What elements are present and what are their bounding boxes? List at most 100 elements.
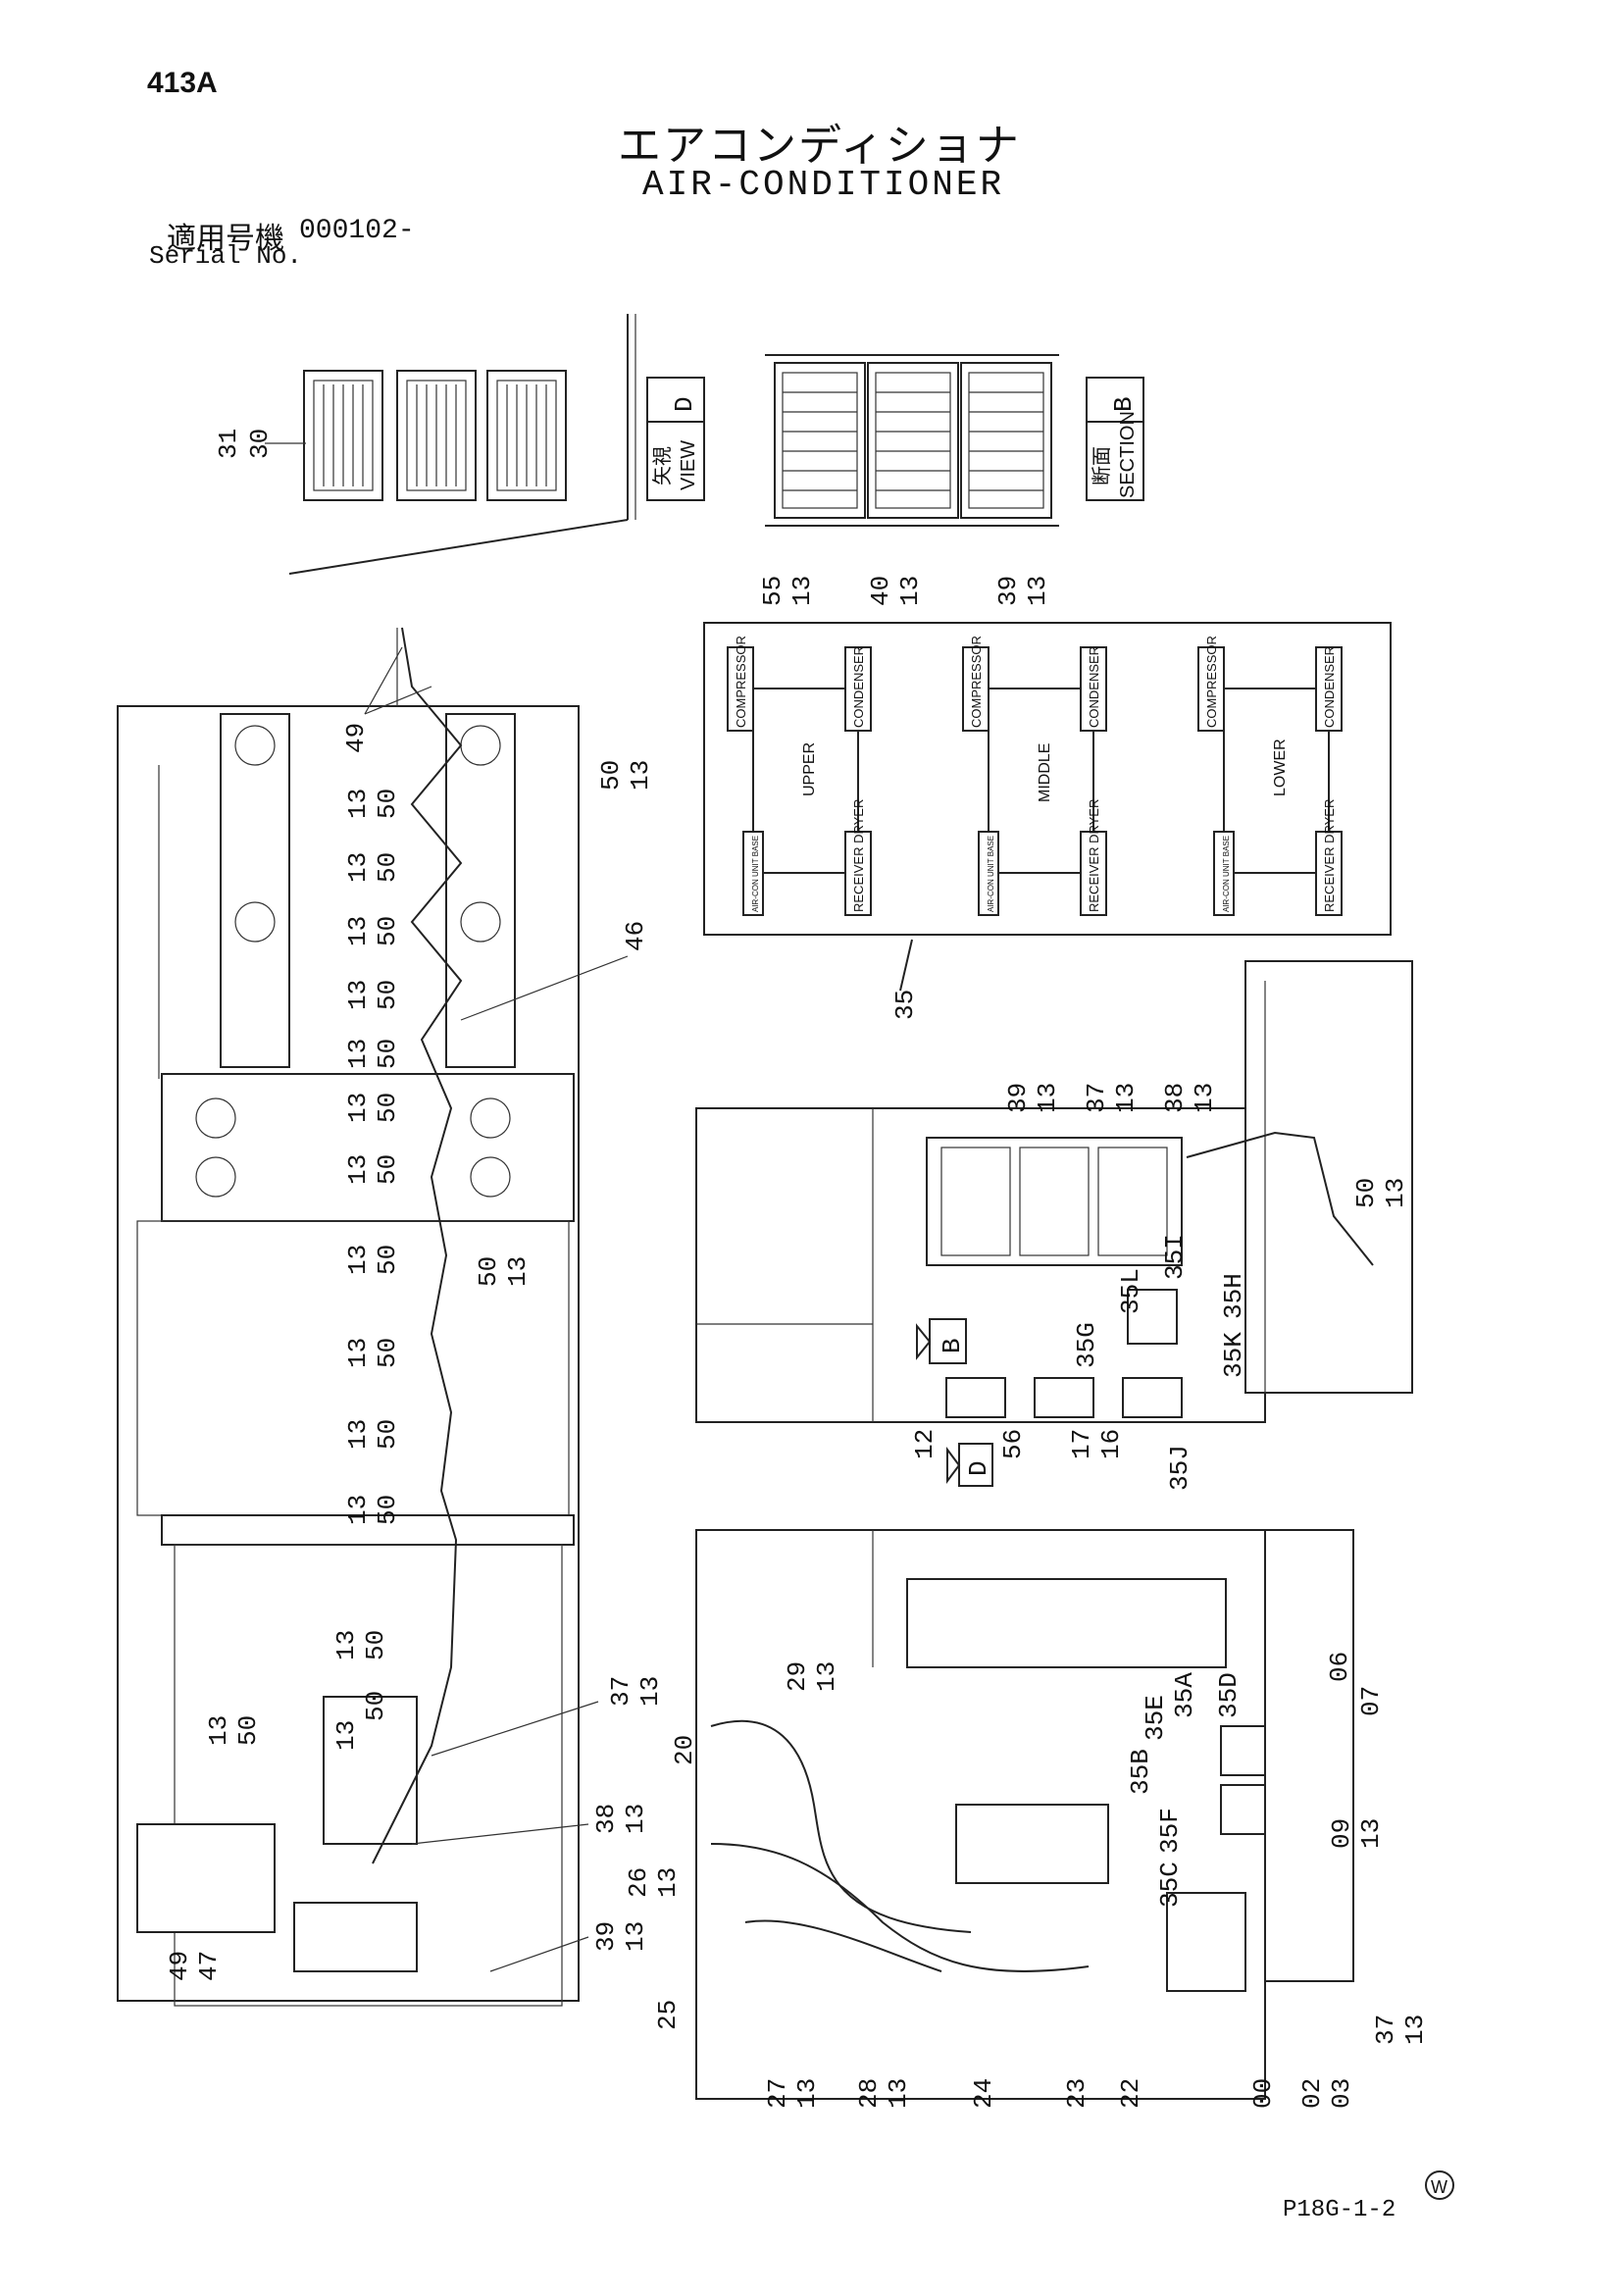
middle-compressor: COMPRESSOR (969, 636, 984, 728)
view-d-label: 矢視 VIEW D (646, 377, 705, 501)
machine-plan-view (117, 705, 580, 2007)
bot-02: 02 (1297, 2078, 1327, 2109)
pair12-50: 50 (373, 1495, 402, 1525)
lower-50b: 50 (233, 1715, 263, 1746)
lower-condenser: CONDENSER (1322, 646, 1337, 728)
lower-39-13: 13 (621, 1921, 650, 1952)
callout-50-right: 50 (596, 760, 626, 791)
pair2-50: 50 (373, 852, 402, 883)
arrow-b-letter: B (938, 1338, 967, 1353)
callout-39-top-13: 13 (1023, 576, 1052, 606)
serial-label-english: Serial No. (149, 241, 303, 271)
callout-30: 30 (245, 429, 275, 459)
bot-00: 00 (1248, 2078, 1278, 2109)
callout-31: 31 (214, 429, 243, 459)
bot-07: 07 (1356, 1686, 1386, 1716)
callout-55: 55 (758, 576, 787, 606)
bot-06: 06 (1325, 1652, 1354, 1682)
pair11-50: 50 (373, 1419, 402, 1450)
section-arrow-d: D (946, 1443, 993, 1487)
pair3-50: 50 (373, 916, 402, 946)
mid-38: 38 (1160, 1083, 1190, 1113)
callout-39-top: 39 (993, 576, 1023, 606)
callout-35: 35 (890, 990, 920, 1020)
bot-37: 37 (1371, 2015, 1400, 2045)
middle-receiver: RECEIVER DRYER (1087, 799, 1101, 912)
bot-35b: 35B (1126, 1749, 1155, 1795)
bot-35c: 35C (1155, 1862, 1185, 1908)
mid-35l: 35L (1116, 1268, 1145, 1314)
view-d-grilles (265, 314, 636, 575)
middle-unit-base: AIR-CON UNIT BASE (987, 836, 995, 912)
pair10-13: 13 (343, 1338, 373, 1368)
pair8-13: 13 (343, 1245, 373, 1275)
flow-panel-lower (1197, 646, 1343, 916)
bot-03: 03 (1327, 2078, 1356, 2109)
mid-35i: 35I (1160, 1234, 1190, 1280)
pair9-50: 50 (474, 1256, 503, 1287)
lower-13a: 13 (331, 1630, 361, 1660)
mid-35j: 35J (1165, 1445, 1194, 1491)
pair6-50: 50 (373, 1093, 402, 1123)
pair12-13: 13 (343, 1495, 373, 1525)
bot-23: 23 (1062, 2078, 1091, 2109)
lower-37-13: 13 (635, 1676, 665, 1707)
bot-09: 09 (1327, 1818, 1356, 1849)
bot-22: 22 (1116, 2078, 1145, 2109)
condenser-mesh (783, 391, 1043, 491)
lower-compressor: COMPRESSOR (1204, 636, 1219, 728)
bot-27-13: 13 (792, 2078, 822, 2109)
section-b-condensers (765, 354, 1059, 527)
lower-50c: 50 (361, 1691, 390, 1721)
upper-unit-base: AIR-CON UNIT BASE (751, 836, 760, 912)
bot-35f: 35F (1155, 1808, 1185, 1854)
mid-56: 56 (998, 1429, 1028, 1459)
lower-unit-base: AIR-CON UNIT BASE (1222, 836, 1231, 912)
mid-17: 17 (1067, 1429, 1096, 1459)
lower-13b: 13 (204, 1715, 233, 1746)
lower-13c: 13 (331, 1720, 361, 1751)
pair3-13: 13 (343, 916, 373, 946)
side-section-view (695, 960, 1413, 1423)
pair2-13: 13 (343, 852, 373, 883)
upper-compressor: COMPRESSOR (734, 636, 748, 728)
bot-25: 25 (653, 2000, 683, 2030)
mid-12: 12 (910, 1429, 939, 1459)
lower-50a: 50 (361, 1630, 390, 1660)
view-d-jp: 矢視 (651, 446, 674, 485)
pair1-50: 50 (373, 789, 402, 819)
mid-35h: 35H (1219, 1273, 1248, 1319)
pair11-13: 13 (343, 1419, 373, 1450)
callout-46: 46 (621, 921, 650, 951)
mid-38-13: 13 (1190, 1083, 1219, 1113)
callout-40: 40 (866, 576, 895, 606)
mid-50-13: 13 (1381, 1178, 1410, 1208)
lower-38-13: 13 (621, 1804, 650, 1834)
lower-47: 47 (194, 1951, 224, 1981)
bot-35d: 35D (1214, 1672, 1243, 1718)
upper-receiver: RECEIVER DRYER (851, 799, 866, 912)
bot-26: 26 (624, 1867, 653, 1898)
upper-condenser: CONDENSER (851, 646, 866, 728)
grille-slats (323, 384, 547, 486)
callout-55-13: 13 (787, 576, 817, 606)
bot-09-13: 13 (1356, 1818, 1386, 1849)
bot-29: 29 (783, 1661, 812, 1692)
title-english: AIR-CONDITIONER (642, 165, 1005, 205)
flow-panel-upper (727, 646, 872, 916)
pair5-50: 50 (373, 1039, 402, 1069)
title-japanese: エアコンディショナ (618, 121, 1021, 171)
bot-29-13: 13 (812, 1661, 841, 1692)
flow-panel-middle (962, 646, 1107, 916)
serial-value: 000102- (299, 216, 415, 246)
section-b-label: 断面 SECTION B (1086, 377, 1144, 501)
bot-35e: 35E (1141, 1695, 1170, 1741)
pair7-50: 50 (373, 1154, 402, 1185)
w-mark-icon: W (1425, 2170, 1454, 2200)
bot-28: 28 (854, 2078, 884, 2109)
callout-49-top: 49 (341, 723, 371, 753)
bot-20: 20 (670, 1735, 699, 1765)
hose-46 (372, 627, 463, 1864)
bot-28-13: 13 (884, 2078, 913, 2109)
